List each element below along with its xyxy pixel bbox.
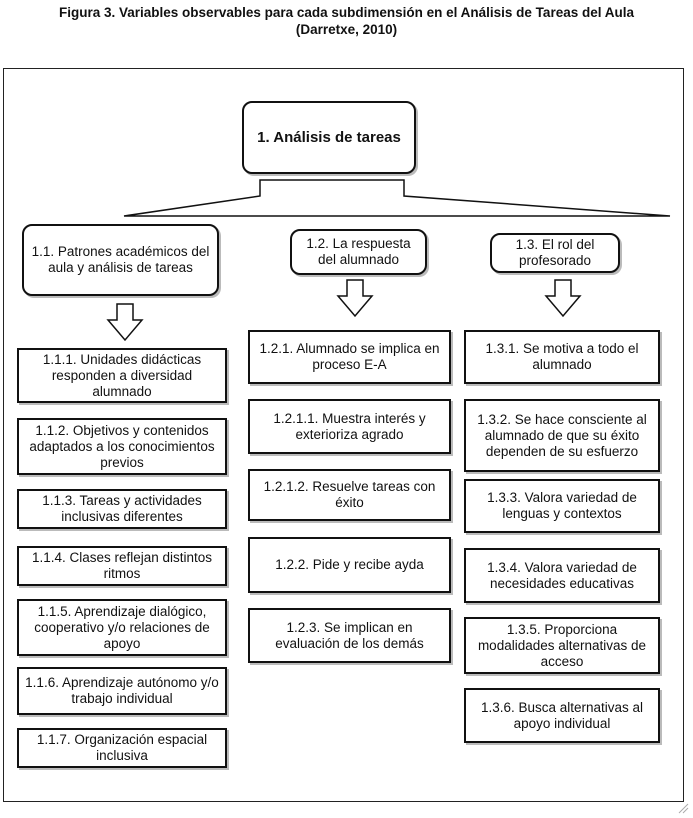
dimension-1-3: 1.3. El rol del profesorado: [490, 233, 620, 273]
variable-1-1-7: 1.1.7. Organización espacial inclusiva: [17, 728, 227, 768]
dimension-1-2: 1.2. La respuesta del alumnado: [290, 229, 427, 275]
diagram-frame: [3, 68, 684, 802]
variable-1-3-2: 1.3.2. Se hace consciente al alumnado de…: [464, 399, 660, 472]
variable-1-2-3: 1.2.3. Se implican en evaluación de los …: [248, 608, 451, 663]
variable-1-2-1-1: 1.2.1.1. Muestra interés y exterioriza a…: [248, 399, 451, 454]
figure-caption-source: (Darretxe, 2010): [295, 22, 398, 37]
variable-1-3-5: 1.3.5. Proporciona modalidades alternati…: [464, 617, 660, 674]
down-arrow-dim3: [544, 279, 582, 318]
root-branch-arrow: [123, 179, 671, 217]
variable-1-3-4: 1.3.4. Valora variedad de necesidades ed…: [464, 548, 660, 603]
variable-1-2-1: 1.2.1. Alumnado se implica en proceso E-…: [248, 330, 451, 384]
variable-1-3-3: 1.3.3. Valora variedad de lenguas y cont…: [464, 479, 660, 533]
variable-1-1-3: 1.1.3. Tareas y actividades inclusivas d…: [17, 489, 227, 529]
down-arrow-dim1: [106, 303, 144, 342]
dimension-1-1: 1.1. Patrones académicos del aula y anál…: [22, 224, 219, 296]
variable-1-1-2: 1.1.2. Objetivos y contenidos adaptados …: [17, 418, 227, 475]
variable-1-1-4: 1.1.4. Clases reflejan distintos ritmos: [17, 546, 227, 586]
variable-1-2-1-2: 1.2.1.2. Resuelve tareas con éxito: [248, 469, 451, 521]
root-node: 1. Análisis de tareas: [242, 101, 416, 174]
variable-1-3-6: 1.3.6. Busca alternativas al apoyo indiv…: [464, 688, 660, 743]
variable-1-2-2: 1.2.2. Pide y recibe ayda: [248, 537, 451, 593]
down-arrow-dim2: [336, 279, 374, 318]
variable-1-1-6: 1.1.6. Aprendizaje autónomo y/o trabajo …: [17, 667, 227, 715]
variable-1-3-1: 1.3.1. Se motiva a todo el alumnado: [464, 330, 660, 384]
variable-1-1-5: 1.1.5. Aprendizaje dialógico, cooperativ…: [17, 599, 227, 656]
variable-1-1-1: 1.1.1. Unidades didácticas responden a d…: [17, 348, 227, 403]
resize-grip-icon: [678, 803, 689, 814]
figure-caption-title: Figura 3. Variables observables para cad…: [59, 5, 634, 20]
